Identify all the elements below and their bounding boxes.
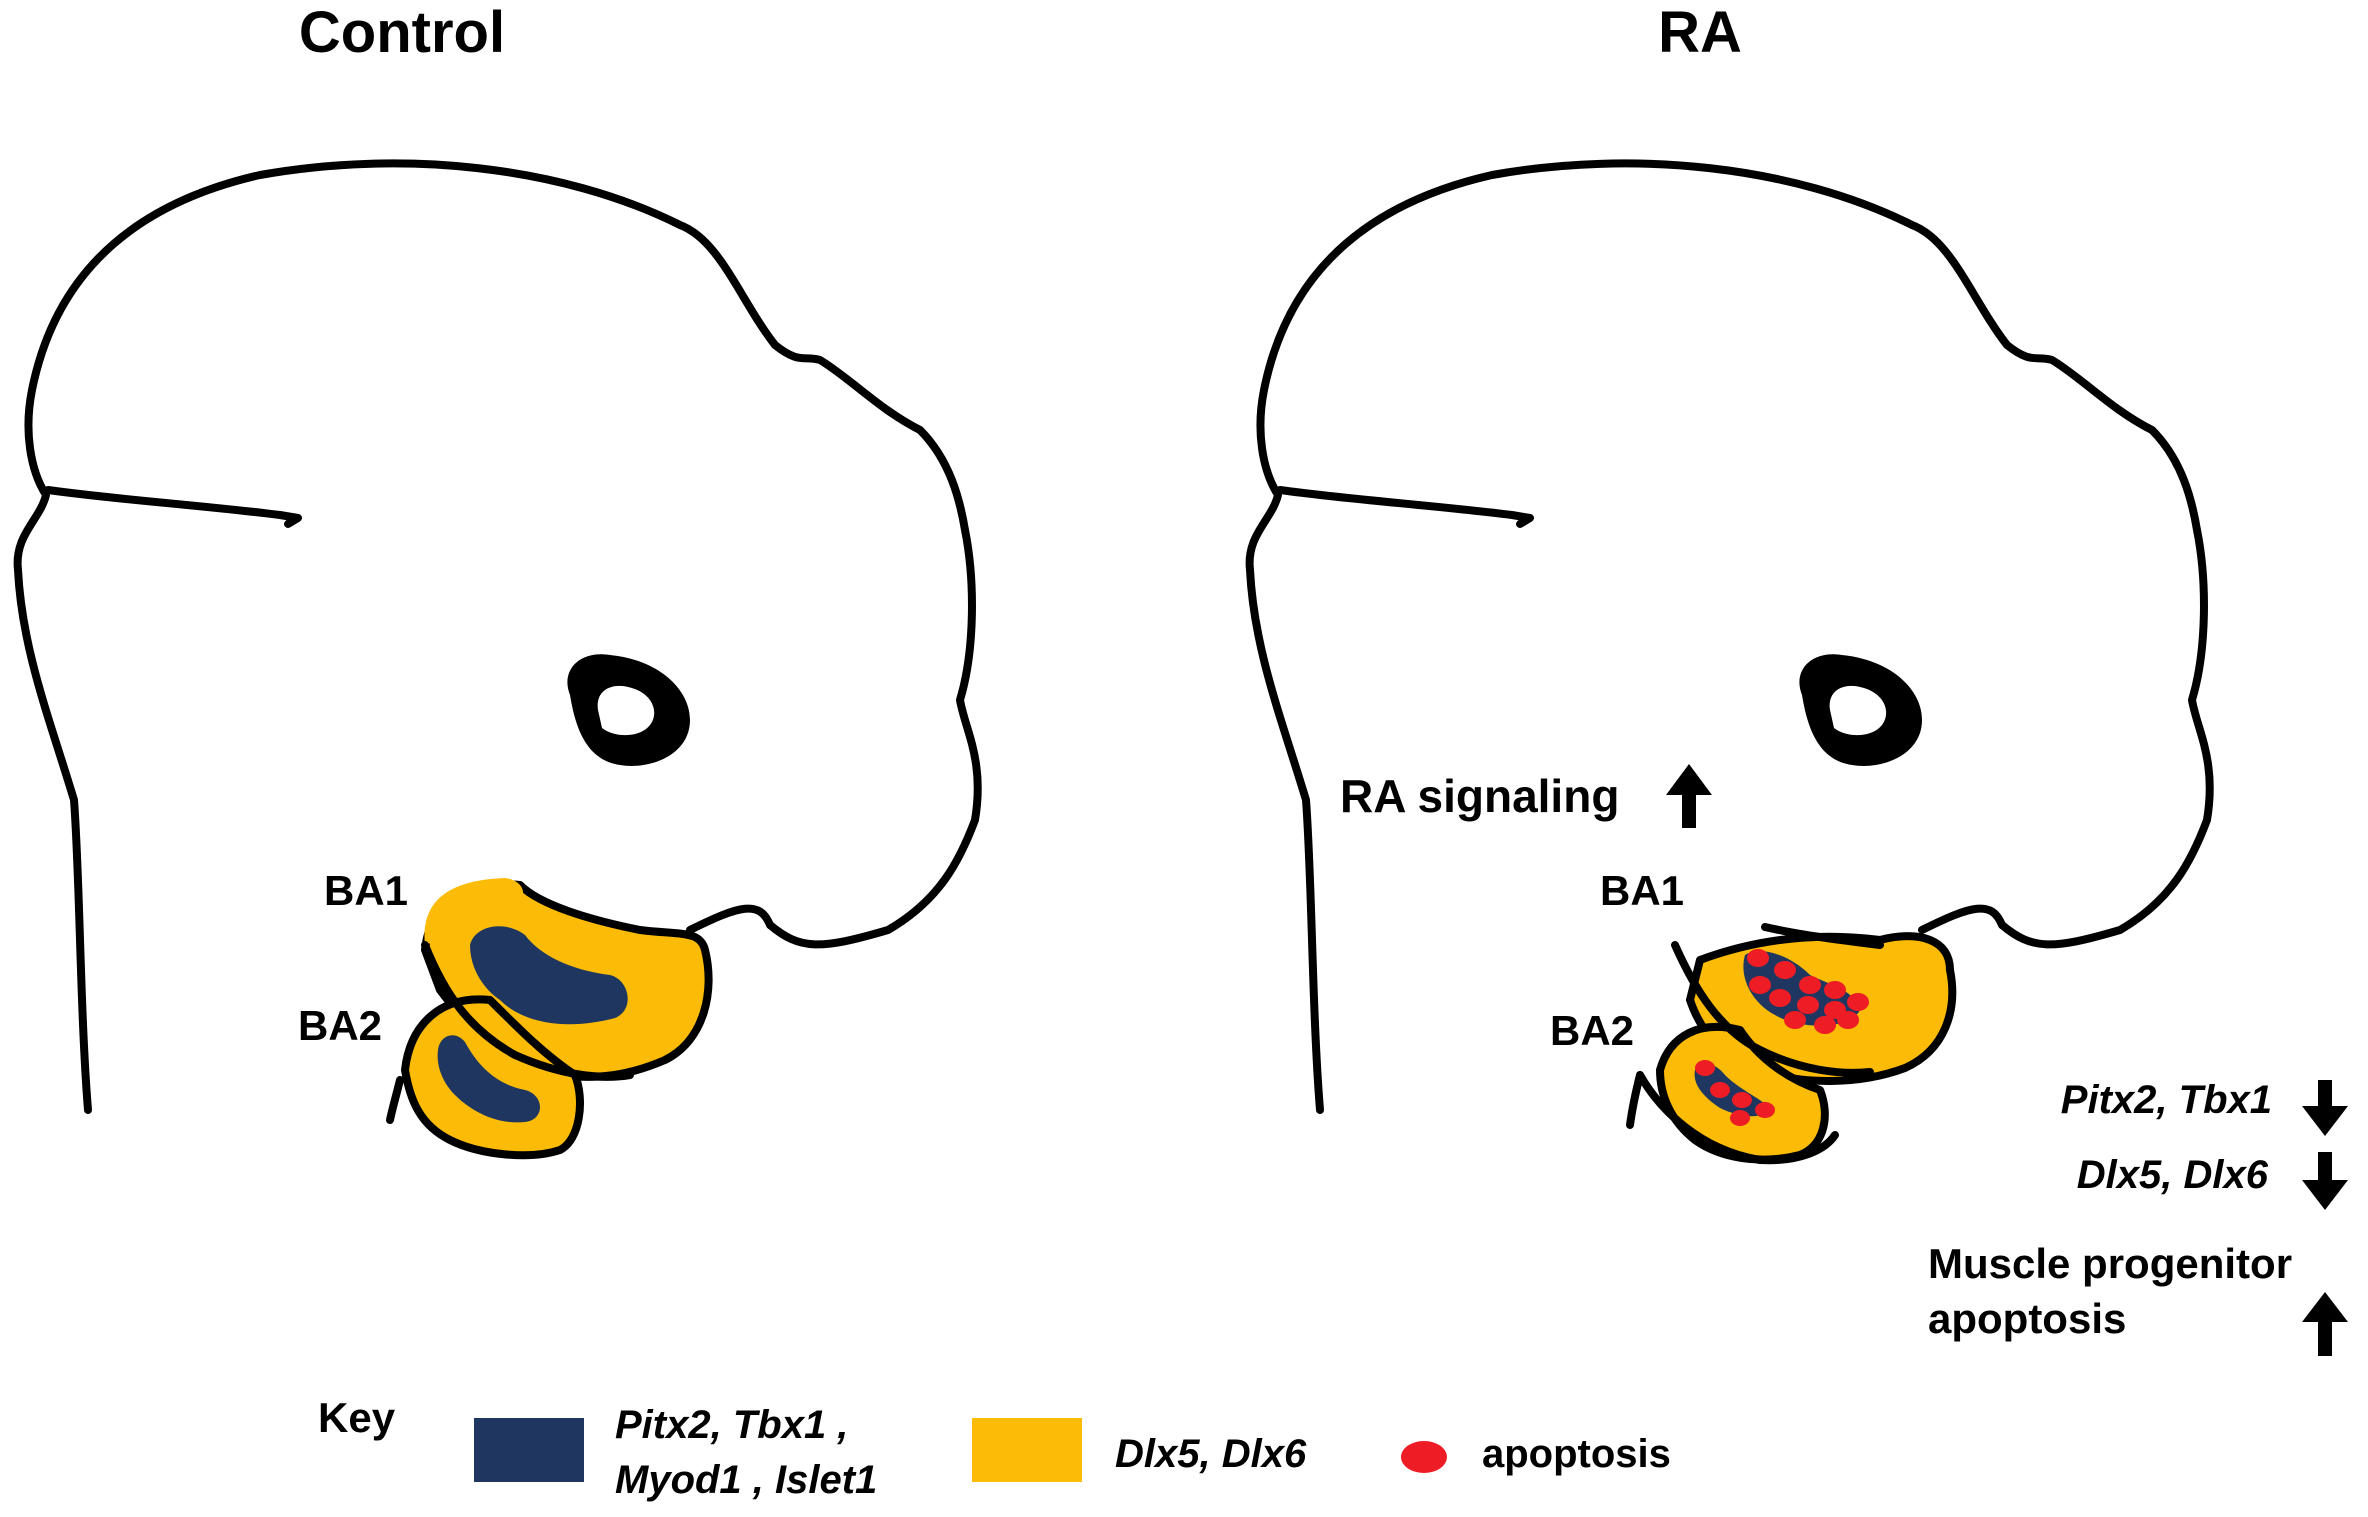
ra-muscle-label-line1: Muscle progenitor bbox=[1928, 1240, 2292, 1287]
ra-title: RA bbox=[1658, 0, 1742, 65]
key-yellow-label: Dlx5, Dlx6 bbox=[1115, 1432, 1307, 1476]
control-arches bbox=[386, 878, 713, 1160]
key-red-dot bbox=[1401, 1441, 1447, 1473]
ra-signaling-label: RA signaling bbox=[1340, 770, 1619, 822]
ra-muscle-label-line2: apoptosis bbox=[1928, 1295, 2126, 1342]
control-ba1-pitx-region bbox=[470, 926, 628, 1025]
arrow-up-icon bbox=[2302, 1292, 2348, 1356]
key-navy-label-line2: Myod1 , Islet1 bbox=[615, 1458, 877, 1502]
key-navy-label-line1: Pitx2, Tbx1 , bbox=[615, 1403, 848, 1447]
control-ba1-label: BA1 bbox=[324, 867, 408, 914]
ra-ba1-apoptosis-dots bbox=[1747, 949, 1869, 1034]
key-red-label: apoptosis bbox=[1482, 1432, 1671, 1476]
arrow-down-icon bbox=[2302, 1152, 2348, 1210]
control-title: Control bbox=[299, 0, 505, 65]
ra-ba2-label: BA2 bbox=[1550, 1007, 1634, 1054]
ra-ba1-label: BA1 bbox=[1600, 867, 1684, 914]
key-yellow-swatch bbox=[972, 1418, 1082, 1482]
key-navy-swatch bbox=[474, 1418, 584, 1482]
key-title: Key bbox=[318, 1394, 396, 1441]
control-ba2-label: BA2 bbox=[298, 1002, 382, 1049]
ra-dlx-label: Dlx5, Dlx6 bbox=[2077, 1153, 2269, 1197]
arrow-down-icon bbox=[2302, 1080, 2348, 1136]
control-ba2-pitx-region bbox=[437, 1035, 540, 1123]
ra-ba2-apoptosis-dots bbox=[1695, 1060, 1775, 1126]
arrow-up-icon bbox=[1666, 764, 1712, 828]
ra-pitx-tbx-label: Pitx2, Tbx1 bbox=[2061, 1078, 2272, 1122]
ra-arches bbox=[1626, 923, 1957, 1165]
